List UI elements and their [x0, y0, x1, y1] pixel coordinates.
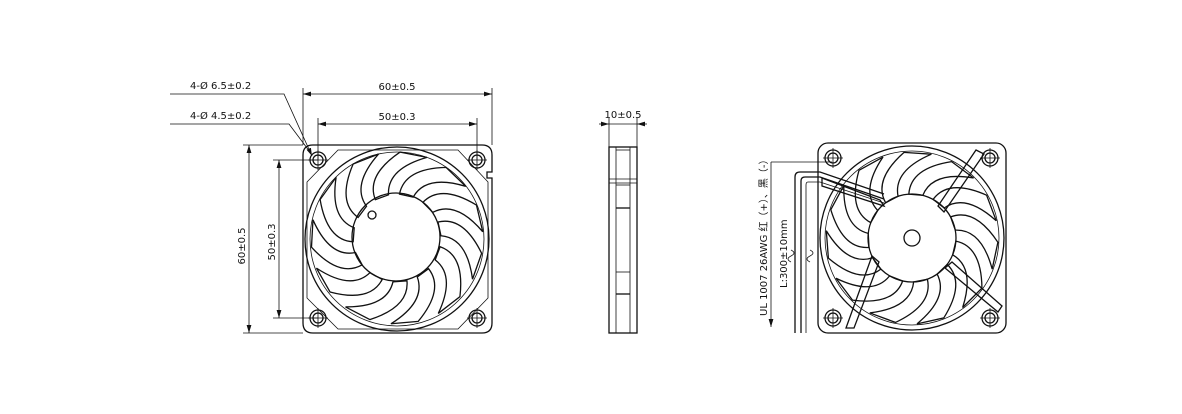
wire-length-label: L:300±10mm: [779, 219, 790, 288]
back-frame: [817, 142, 1007, 334]
fan-blade: [421, 192, 484, 233]
dim-thickness-label: 10±0.5: [604, 110, 641, 121]
spokes: [821, 149, 1003, 329]
hole-centerline: [980, 148, 1000, 168]
hub: [351, 192, 441, 282]
fan-blade: [434, 245, 462, 314]
leader-hole-inner: [170, 123, 311, 153]
break-mark: [787, 249, 814, 263]
blades: [310, 151, 484, 325]
hole-centerline: [823, 148, 843, 168]
fan-blade: [949, 214, 999, 270]
wire-spec-label: UL 1007 26AWG 红（+）、黑（-）: [757, 154, 770, 316]
venturi-ring: [304, 146, 490, 332]
fan-blade: [869, 278, 929, 324]
fan-blade: [437, 220, 483, 280]
fan-blade: [390, 267, 436, 325]
fan-blade: [319, 176, 355, 243]
dim-width-overall-label: 60±0.5: [378, 82, 415, 93]
venturi-inner: [309, 151, 485, 327]
fan-blade: [916, 263, 957, 325]
fan-blade: [315, 267, 384, 296]
dim-height-overall-label: 60±0.5: [237, 227, 248, 264]
fan-blade: [372, 151, 428, 201]
fan-blade: [881, 151, 932, 204]
back-hub: [867, 193, 957, 283]
fan-blade: [835, 275, 904, 302]
dim-width-holes-label: 50±0.3: [378, 112, 415, 123]
front-frame-inner: [306, 149, 489, 330]
hole-centerline: [823, 308, 843, 328]
hole-centerline: [467, 308, 487, 328]
fan-blade: [398, 166, 467, 198]
hole-centerline: [980, 308, 1000, 328]
fan-blade: [908, 160, 974, 197]
fan-blade: [951, 240, 983, 308]
lead-wires: [787, 171, 885, 333]
fan-blade: [854, 156, 884, 224]
hole-inner-label: 4-Ø 4.5±0.2: [190, 110, 251, 122]
back-ring: [819, 145, 1005, 331]
shaft: [903, 229, 921, 247]
fan-blade: [310, 219, 364, 270]
side-frame: [608, 146, 638, 334]
back-view: UL 1007 26AWG 红（+）、黑（-） L:300±10mm: [757, 142, 1007, 334]
fan-blade: [345, 280, 408, 321]
fan-blade: [345, 153, 380, 219]
hub-marker: [367, 210, 377, 220]
back-blades: [825, 151, 999, 325]
dim-height-holes-label: 50±0.3: [267, 223, 278, 260]
fan-blade: [825, 230, 882, 276]
fan-blade: [932, 187, 997, 222]
leader-hole-outer: [170, 93, 313, 157]
hole-outer-label: 4-Ø 6.5±0.2: [190, 80, 251, 92]
side-view: 10±0.5: [599, 110, 647, 334]
front-view: 60±0.5 50±0.3 60±0.5 50±0.3 4-Ø 6.5±0.2 …: [170, 80, 493, 334]
front-frame: [302, 144, 493, 334]
